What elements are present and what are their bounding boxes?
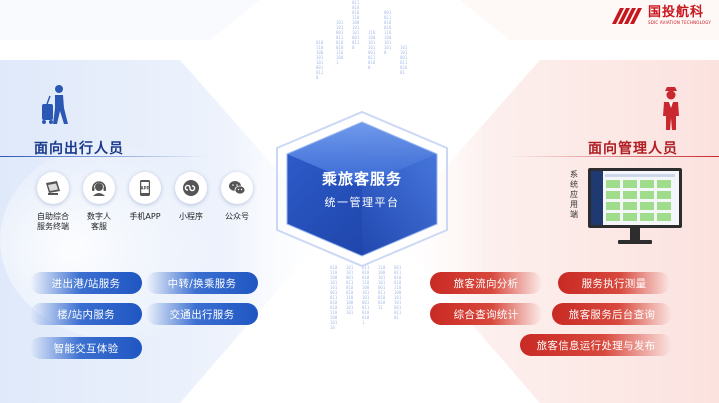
binary-stream: 11010010110100101101001011 [378, 265, 386, 310]
service-pill-in-terminal: 楼/站内服务 [30, 303, 142, 325]
svg-text:APP: APP [141, 186, 150, 191]
binary-stream: 0110100101101001011010010110100101 [362, 265, 370, 325]
traveler-icon [42, 85, 68, 124]
channel-label: 公众号 [225, 212, 249, 221]
right-divider [509, 156, 719, 157]
mini-program-icon [183, 180, 199, 196]
left-divider [0, 156, 210, 157]
right-section-title: 面向管理人员 [588, 141, 678, 157]
channel-label: 数字人 客服 [87, 212, 111, 232]
channel-label: 小程序 [179, 212, 203, 221]
binary-stream: 0110100101101001011010010110 [352, 0, 360, 50]
binary-stream: 1011010010110100101101001 [336, 20, 344, 65]
channel-label: 手机APP [129, 212, 161, 221]
channel-label: 自助综合 服务终端 [37, 212, 69, 232]
platform-title: 乘旅客服务 [321, 170, 402, 188]
platform-subtitle: 统一管理平台 [324, 196, 400, 209]
wechat-icon [229, 181, 246, 195]
channel-icons: 自助综合 服务终端 数字人 客服 APP [30, 172, 260, 233]
mgmt-pill-info-publishing: 旅客信息运行处理与发布 [520, 334, 672, 356]
binary-stream: 101101001011010010110100101101 [346, 265, 354, 315]
service-pill-smart-interaction: 智能交互体验 [30, 337, 142, 359]
service-pill-transport: 交通出行服务 [146, 303, 258, 325]
headset-icon [92, 181, 106, 196]
channel-app: APP 手机APP [122, 172, 168, 233]
channel-official-account: 公众号 [214, 172, 260, 233]
binary-stream: 00101101001011010010110100101101 [394, 265, 402, 320]
binary-stream: 1101001011010010110100 [368, 30, 376, 70]
mgmt-pill-query-statistics: 综合查询统计 [430, 303, 542, 325]
kiosk-icon [46, 181, 60, 195]
logo-mark-icon [611, 7, 642, 24]
channel-digital-agent: 数字人 客服 [76, 172, 122, 233]
mgmt-pill-backend-query: 旅客服务后台查询 [552, 303, 672, 325]
channel-mini-program: 小程序 [168, 172, 214, 233]
binary-stream: 0101101001011010010110 [316, 40, 324, 80]
system-app-label: 系统应用端 [570, 170, 578, 219]
monitor-icon [588, 168, 682, 244]
hexagon-cube-icon [276, 110, 448, 268]
logo-name: 国投航科 [647, 5, 704, 20]
central-platform: 乘旅客服务 统一管理平台 [267, 108, 457, 268]
service-pill-arrival-departure: 进出港/站服务 [30, 272, 142, 294]
logo-tagline: SDIC AVIATION TECHNOLOGY [647, 20, 711, 25]
channel-kiosk: 自助综合 服务终端 [30, 172, 76, 233]
mgmt-pill-flow-analysis: 旅客流向分析 [430, 272, 542, 294]
mgmt-pill-service-measurement: 服务执行测量 [558, 272, 670, 294]
left-section-title: 面向出行人员 [34, 141, 124, 157]
binary-stream: 0010110100101101001011010 [384, 10, 392, 55]
binary-stream: 10110100101101001 [400, 45, 408, 75]
company-logo: 国投航科 SDIC AVIATION TECHNOLOGY [611, 5, 711, 25]
binary-stream: 01011010010110100101101001011010010110 [330, 265, 338, 330]
app-icon: APP [140, 180, 150, 196]
service-pill-transfer: 中转/换乘服务 [146, 272, 258, 294]
manager-icon [663, 87, 679, 130]
